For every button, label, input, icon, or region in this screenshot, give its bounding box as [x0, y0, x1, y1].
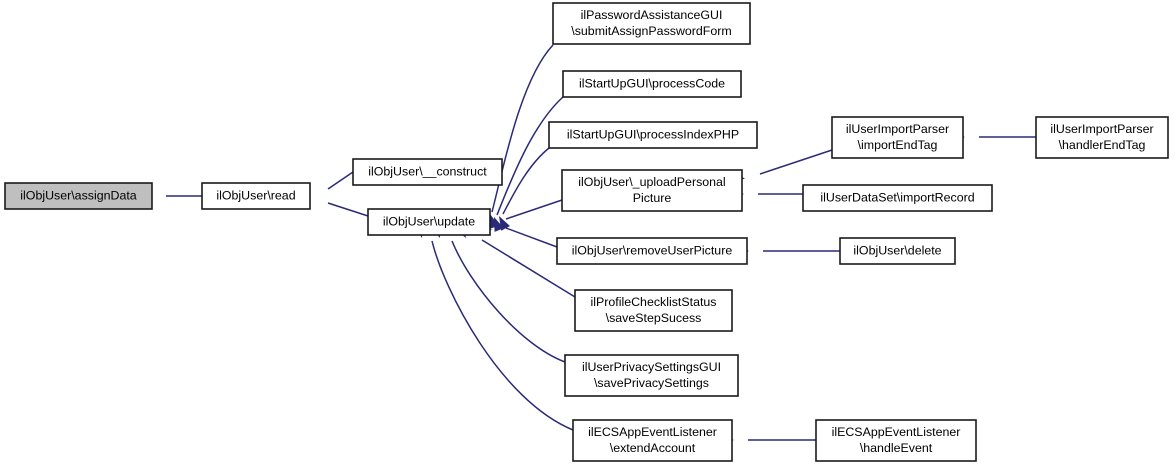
node-label: \savePrivacySettings	[594, 376, 709, 390]
node-label: ilObjUser\update	[383, 214, 475, 228]
node-box[interactable]	[552, 2, 751, 45]
graph-edge	[451, 240, 566, 363]
node-box[interactable]	[548, 121, 758, 149]
node-label: \saveStepSucess	[606, 311, 702, 325]
graph-node-processCode[interactable]: ilStartUpGUI\processCode	[562, 70, 742, 98]
node-label: Picture	[633, 191, 672, 205]
graph-edge	[505, 199, 563, 220]
graph-edge	[496, 96, 564, 216]
graph-edge	[759, 149, 833, 175]
node-label: ilUserDataSet\importRecord	[820, 190, 974, 204]
graph-edge	[327, 171, 354, 190]
node-box[interactable]	[802, 184, 993, 212]
node-label: \handlerEndTag	[1059, 138, 1146, 152]
node-box[interactable]	[831, 116, 964, 159]
node-box[interactable]	[815, 419, 977, 462]
graph-node-savePrivacySettings[interactable]: ilUserPrivacySettingsGUI \savePrivacySett…	[564, 354, 739, 397]
node-box[interactable]	[556, 237, 748, 265]
node-label: ilProfileChecklistStatus	[590, 295, 716, 309]
graph-edge	[327, 202, 369, 217]
node-box[interactable]	[4, 182, 153, 210]
node-box[interactable]	[352, 158, 503, 186]
node-box[interactable]	[564, 354, 739, 397]
graph-node-assignData[interactable]: ilObjUser\assignData	[4, 182, 153, 210]
graph-node-construct[interactable]: ilObjUser\__construct	[352, 158, 503, 186]
edges-layer	[166, 44, 1036, 441]
node-label: ilUserImportParser	[846, 122, 949, 136]
node-label: ilObjUser\delete	[853, 243, 941, 257]
arrowhead-icon	[499, 216, 510, 231]
node-label: ilECSAppEventListener	[588, 425, 717, 439]
node-label: ilObjUser\_uploadPersonal	[578, 175, 725, 189]
graph-node-read[interactable]: ilObjUser\read	[201, 182, 311, 210]
graph-node-update[interactable]: ilObjUser\update	[367, 208, 491, 236]
node-label: \importEndTag	[858, 138, 938, 152]
graph-edge	[505, 227, 558, 248]
node-box[interactable]	[1035, 116, 1169, 159]
graph-node-removeUserPicture[interactable]: ilObjUser\removeUserPicture	[556, 237, 748, 265]
graph-edge	[491, 44, 554, 213]
graph-node-importEndTag[interactable]: ilUserImportParser \importEndTag	[831, 116, 964, 159]
graph-node-importRecord[interactable]: ilUserDataSet\importRecord	[802, 184, 993, 212]
node-label: ilStartUpGUI\processCode	[579, 76, 725, 90]
node-label: ilObjUser\read	[216, 188, 295, 202]
node-box[interactable]	[562, 70, 742, 98]
graph-node-handleEvent[interactable]: ilECSAppEventListener \handleEvent	[815, 419, 977, 462]
graph-node-delete[interactable]: ilObjUser\delete	[839, 237, 956, 265]
graph-node-handlerEndTag[interactable]: ilUserImportParser \handlerEndTag	[1035, 116, 1169, 159]
node-label: \handleEvent	[860, 441, 933, 455]
node-label: ilUserImportParser	[1050, 122, 1153, 136]
node-box[interactable]	[367, 208, 491, 236]
node-box[interactable]	[574, 289, 733, 332]
node-box[interactable]	[839, 237, 956, 265]
graph-node-submitAssignPasswordForm[interactable]: ilPasswordAssistanceGUI \submitAssignPass…	[552, 2, 751, 45]
node-label: ilECSAppEventListener	[832, 425, 961, 439]
graph-edge	[502, 147, 550, 215]
node-label: ilUserPrivacySettingsGUI	[582, 360, 721, 374]
graph-node-processIndexPHP[interactable]: ilStartUpGUI\processIndexPHP	[548, 121, 758, 149]
node-label: ilObjUser\removeUserPicture	[572, 243, 733, 257]
graph-edge	[431, 240, 574, 431]
graph-edge	[481, 239, 576, 298]
node-label: \extendAccount	[610, 441, 696, 455]
node-label: ilStartUpGUI\processIndexPHP	[567, 127, 739, 141]
node-label: ilObjUser\assignData	[20, 188, 136, 202]
node-label: ilObjUser\__construct	[368, 164, 487, 178]
nodes-layer: ilObjUser\assignData ilObjUser\read ilObjU…	[4, 2, 1169, 462]
node-box[interactable]	[572, 419, 733, 462]
graph-node-extendAccount[interactable]: ilECSAppEventListener \extendAccount	[572, 419, 733, 462]
node-box[interactable]	[201, 182, 311, 210]
arrowheads-layer	[138, 132, 965, 445]
node-label: ilPasswordAssistanceGUI	[581, 8, 723, 22]
node-label: \submitAssignPasswordForm	[571, 24, 731, 38]
graph-node-saveStepSucess[interactable]: ilProfileChecklistStatus \saveStepSucess	[574, 289, 733, 332]
node-box[interactable]	[561, 169, 743, 212]
